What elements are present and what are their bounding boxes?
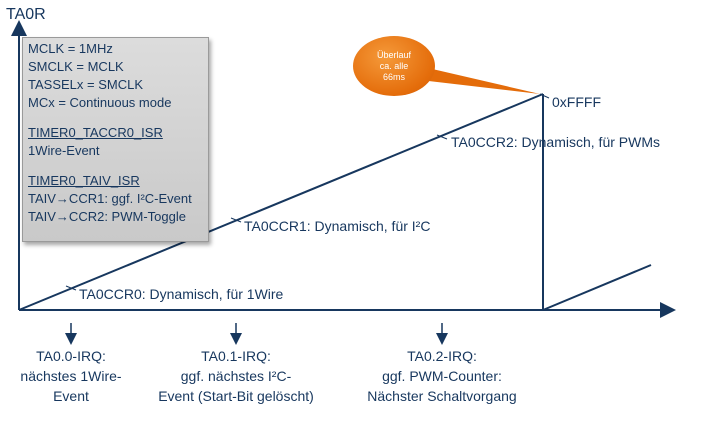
irq-ta02: TA0.2-IRQ: ggf. PWM-Counter: Nächster Sc… [342,346,542,406]
irq-ta02-title: TA0.2-IRQ: [407,348,477,364]
irq-ta01-line3: Event (Start-Bit gelöscht) [158,388,314,404]
ccr2-tick [436,134,448,140]
config-info-box: MCLK = 1MHz SMCLK = MCLK TASSELx = SMCLK… [22,37,209,242]
irq-ta00: TA0.0-IRQ: nächstes 1Wire- Event [6,346,136,406]
irq-ta01: TA0.1-IRQ: ggf. nächstes I²C- Event (Sta… [141,346,331,406]
bubble-line-3: 66ms [382,71,405,82]
ccr1-tick [230,217,242,223]
overflow-bubble: Überlauf ca. alle 66ms [353,36,435,96]
bubble-pointer [420,68,540,94]
isr2-title: TIMER0_TAIV_ISR [28,173,140,188]
counter-ramp [18,93,544,311]
irq-ta01-title: TA0.1-IRQ: [201,348,271,364]
irq-ta02-line3: Nächster Schaltvorgang [367,388,517,404]
counter-ramp-2 [542,264,652,311]
isr2-line-ccr2: TAIV→CCR2: PWM-Toggle [28,209,186,224]
isr2-line-ccr1: TAIV→CCR1: ggf. I²C-Event [28,191,192,206]
bubble-line-1: Überlauf [376,49,412,60]
irq-ta00-title: TA0.0-IRQ: [36,348,106,364]
ccr0-tick [65,285,77,291]
max-tick [539,93,550,99]
isr1-line: 1Wire-Event [28,143,100,158]
isr1-title: TIMER0_TACCR0_ISR [28,125,163,140]
info-line-tassel: TASSELx = SMCLK [28,77,143,92]
y-axis-title: TA0R [6,6,46,23]
ccr0-label: TA0CCR0: Dynamisch, für 1Wire [79,286,284,302]
irq-ta01-line2: ggf. nächstes I²C- [180,368,292,384]
info-line-mclk: MCLK = 1MHz [28,41,113,56]
irq-ta00-line2: nächstes 1Wire- [20,368,122,384]
info-line-smclk: SMCLK = MCLK [28,59,124,74]
bubble-line-2: ca. alle [379,60,409,71]
irq-ta02-line2: ggf. PWM-Counter: [382,368,502,384]
ccr2-label: TA0CCR2: Dynamisch, für PWMs [451,134,660,150]
irq-ta00-line3: Event [53,388,89,404]
max-label: 0xFFFF [552,94,601,110]
info-line-mc: MCx = Continuous mode [28,95,172,110]
ccr1-label: TA0CCR1: Dynamisch, für I²C [244,218,431,234]
